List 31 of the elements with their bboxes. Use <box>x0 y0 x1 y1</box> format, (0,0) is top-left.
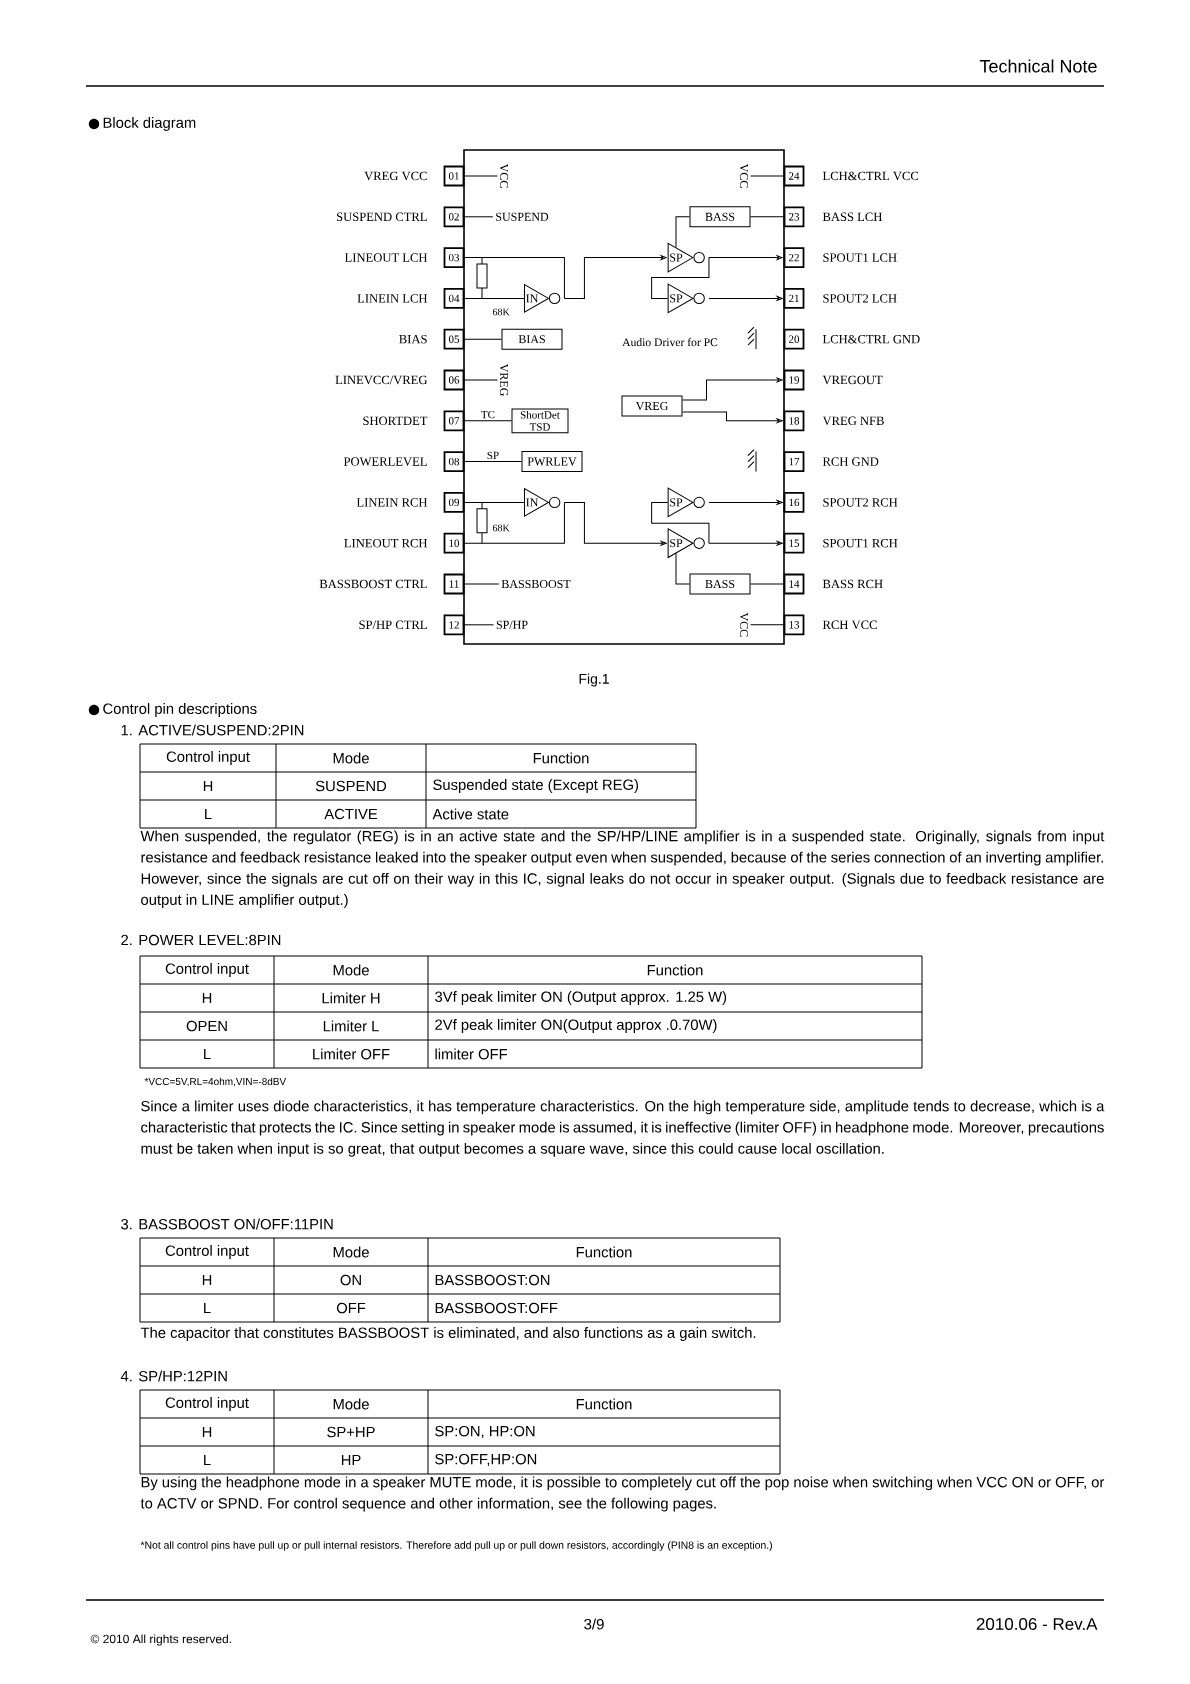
wire <box>750 583 785 585</box>
wire <box>463 216 494 218</box>
wire <box>708 255 783 260</box>
wire <box>750 175 785 177</box>
wire <box>463 583 500 585</box>
wire <box>675 216 690 248</box>
wire <box>682 411 783 424</box>
wire <box>463 379 498 381</box>
wire <box>675 553 690 585</box>
wire <box>563 255 667 299</box>
wire <box>463 420 512 422</box>
wire <box>463 461 522 463</box>
wire <box>463 257 565 299</box>
wire <box>463 501 525 503</box>
wire <box>463 175 498 177</box>
wire <box>651 501 710 544</box>
wire <box>651 257 710 299</box>
wire <box>708 296 783 301</box>
wire <box>463 338 502 340</box>
wire <box>463 624 494 626</box>
wire <box>708 500 783 505</box>
wire <box>463 501 565 544</box>
wire <box>682 377 783 401</box>
page-header: Technical Note <box>979 59 1097 73</box>
chip-outline <box>463 149 785 645</box>
wire <box>463 297 525 299</box>
wire <box>563 501 667 546</box>
wire <box>750 624 785 626</box>
wire <box>708 540 783 546</box>
wire <box>750 216 785 218</box>
revision-date: 2010.06 - Rev.A <box>976 1618 1098 1630</box>
